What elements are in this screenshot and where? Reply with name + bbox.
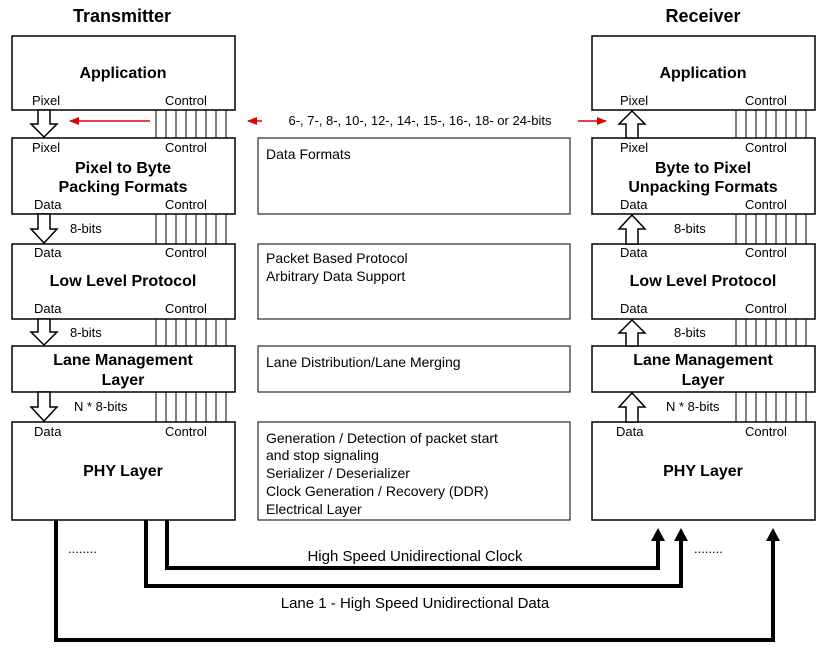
lane-box [257,345,571,393]
data-formats-box [257,137,571,215]
tx-pixel-to-byte-block [11,137,236,215]
clock-link-line [165,520,660,570]
tx-app-control-label: Control [165,93,207,108]
tx-lane-management-block [11,345,236,393]
rx-n8bits-label: N * 8-bits [666,399,720,414]
tx-control-bus-1 [155,110,227,138]
rx-pixel-up-arrow [617,109,647,139]
bit-width-label: 6-, 7-, 8-, 10-, 12-, 14-, 15-, 16-, 18-… [288,113,552,128]
lane-text: Lane Distribution/Lane Merging [266,354,461,370]
rx-btp-control-bottom-label: Control [745,197,787,212]
rx-lane-title-line2: Layer [682,372,725,389]
rx-byte-to-pixel-block [591,137,816,215]
laneN-link-arrowhead [766,528,780,541]
tx-llp-control-bottom-label: Control [165,301,207,316]
tx-llp-data-label: Data [34,245,62,260]
rx-app-pixel-label: Pixel [620,93,648,108]
tx-ptb-data-label: Data [34,197,62,212]
tx-pixel-down-arrow [29,109,59,139]
rx-llp-control-label: Control [745,245,787,260]
phy-text-line3: Serializer / Deserializer [266,465,410,481]
rx-control-bus-4 [735,392,807,422]
tx-8bits-label-2: 8-bits [70,325,102,340]
tx-llp-control-label: Control [165,245,207,260]
rx-application-block [591,35,816,111]
rx-btp-data-label: Data [620,197,648,212]
tx-ptb-control-label: Control [165,140,207,155]
phy-text-line4: Clock Generation / Recovery (DDR) [266,483,489,499]
tx-llp-title: Low Level Protocol [50,273,197,290]
lane1-link-line [144,520,683,588]
tx-ptb-pixel-label: Pixel [32,140,60,155]
rx-application-title: Application [659,65,746,82]
clock-link-arrowhead [651,528,665,541]
rx-llp-data-bottom-label: Data [620,301,648,316]
tx-app-pixel-label: Pixel [32,93,60,108]
rx-data-up-arrow-1 [617,213,647,245]
tx-8bits-label-1: 8-bits [70,221,102,236]
tx-phy-control-label: Control [165,424,207,439]
rx-8bits-label-1: 8-bits [674,221,706,236]
rx-data-up-arrow-3 [617,391,647,423]
phy-text-line5: Electrical Layer [266,501,362,517]
tx-data-down-arrow-1 [29,213,59,245]
tx-application-title: Application [79,65,166,82]
rx-btp-pixel-label: Pixel [620,140,648,155]
phy-text-line1: Generation / Detection of packet start [266,430,498,446]
rx-data-up-arrow-2 [617,318,647,347]
tx-control-bus-2 [155,214,227,244]
rx-phy-title: PHY Layer [663,463,743,480]
receiver-header: Receiver [665,6,740,26]
rx-lane-management-block [591,345,816,393]
rx-control-bus-2 [735,214,807,244]
lane1-link-label: Lane 1 - High Speed Unidirectional Data [281,595,550,612]
rx-btp-title-line2: Unpacking Formats [628,179,777,196]
rx-llp-title: Low Level Protocol [630,273,777,290]
tx-lane-title-line1: Lane Management [53,352,193,369]
rx-phy-control-label: Control [745,424,787,439]
rx-low-level-protocol-block [591,243,816,320]
protocol-box [257,243,571,320]
tx-low-level-protocol-block [11,243,236,320]
tx-phy-data-label: Data [34,424,62,439]
phy-text-line2: and stop signaling [266,447,379,463]
rx-control-bus-1 [735,110,807,138]
tx-control-bus-3 [155,319,227,346]
rx-llp-control-bottom-label: Control [745,301,787,316]
rx-lane-title-line1: Lane Management [633,352,773,369]
rx-phy-data-label: Data [616,424,644,439]
rx-8bits-label-2: 8-bits [674,325,706,340]
protocol-text-line1: Packet Based Protocol [266,250,408,266]
tx-phy-layer-block [11,421,236,521]
protocol-text-line2: Arbitrary Data Support [266,268,405,284]
rx-btp-control-label: Control [745,140,787,155]
tx-control-bus-4 [155,392,227,422]
rx-app-control-label: Control [745,93,787,108]
tx-n8bits-label: N * 8-bits [74,399,128,414]
rx-lanes-ellipsis: ........ [694,541,723,556]
tx-lanes-ellipsis: ........ [68,541,97,556]
tx-ptb-control-bottom-label: Control [165,197,207,212]
tx-ptb-title-line2: Packing Formats [59,179,188,196]
data-formats-text: Data Formats [266,146,351,162]
tx-application-block [11,35,236,111]
phy-box [257,421,571,521]
rx-control-bus-3 [735,319,807,346]
rx-llp-data-label: Data [620,245,648,260]
tx-data-down-arrow-2 [29,318,59,347]
tx-lane-title-line2: Layer [102,372,145,389]
rx-btp-title-line1: Byte to Pixel [655,160,751,177]
lane1-link-arrowhead [674,528,688,541]
tx-data-down-arrow-3 [29,391,59,423]
rx-phy-layer-block [591,421,816,521]
clock-link-label: High Speed Unidirectional Clock [307,548,523,565]
laneN-link-line [54,520,775,642]
tx-phy-title: PHY Layer [83,463,163,480]
transmitter-header: Transmitter [73,6,171,26]
tx-llp-data-bottom-label: Data [34,301,62,316]
tx-ptb-title-line1: Pixel to Byte [75,160,171,177]
